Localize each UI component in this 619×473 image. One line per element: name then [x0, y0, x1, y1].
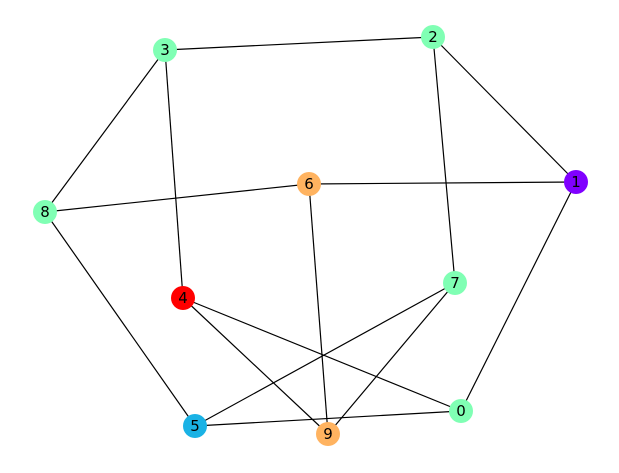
node-label-2: 2: [428, 28, 438, 46]
node-label-3: 3: [160, 41, 170, 59]
node-0: 0: [449, 399, 473, 423]
edge-2-7: [432, 36, 456, 284]
edge-7-5: [194, 282, 456, 427]
node-label-8: 8: [40, 203, 50, 221]
node-circle-9: [316, 422, 340, 446]
nodes-layer: 0 1 2 3 4 5 6 7 8 9: [33, 25, 588, 446]
node-circle-7: [443, 271, 467, 295]
node-label-9: 9: [323, 425, 333, 443]
node-circle-6: [297, 172, 321, 196]
node-6: 6: [297, 172, 321, 196]
node-circle-2: [421, 25, 445, 49]
edge-8-5: [44, 211, 196, 427]
node-9: 9: [316, 422, 340, 446]
node-label-7: 7: [450, 274, 460, 292]
edge-3-8: [44, 49, 166, 213]
node-8: 8: [33, 200, 57, 224]
edge-6-1: [308, 181, 577, 185]
node-circle-0: [449, 399, 473, 423]
edge-2-1: [432, 36, 577, 183]
edge-4-0: [182, 297, 462, 412]
edge-8-6: [44, 183, 310, 213]
edge-1-0: [460, 181, 577, 412]
node-circle-5: [183, 414, 207, 438]
edge-4-9: [182, 297, 329, 435]
edge-6-9: [308, 183, 329, 435]
node-5: 5: [183, 414, 207, 438]
node-4: 4: [171, 286, 195, 310]
node-2: 2: [421, 25, 445, 49]
node-label-5: 5: [190, 417, 200, 435]
node-circle-4: [171, 286, 195, 310]
node-label-6: 6: [304, 175, 314, 193]
node-label-4: 4: [178, 289, 188, 307]
node-circle-3: [153, 38, 177, 62]
node-7: 7: [443, 271, 467, 295]
edge-5-0: [194, 410, 462, 427]
edges-layer: [44, 36, 577, 435]
node-label-0: 0: [456, 402, 466, 420]
node-circle-8: [33, 200, 57, 224]
node-label-1: 1: [571, 173, 581, 191]
node-1: 1: [564, 170, 588, 194]
node-circle-1: [564, 170, 588, 194]
edge-7-9: [327, 282, 456, 435]
edge-3-2: [164, 36, 434, 51]
edge-3-4: [164, 49, 184, 299]
node-3: 3: [153, 38, 177, 62]
